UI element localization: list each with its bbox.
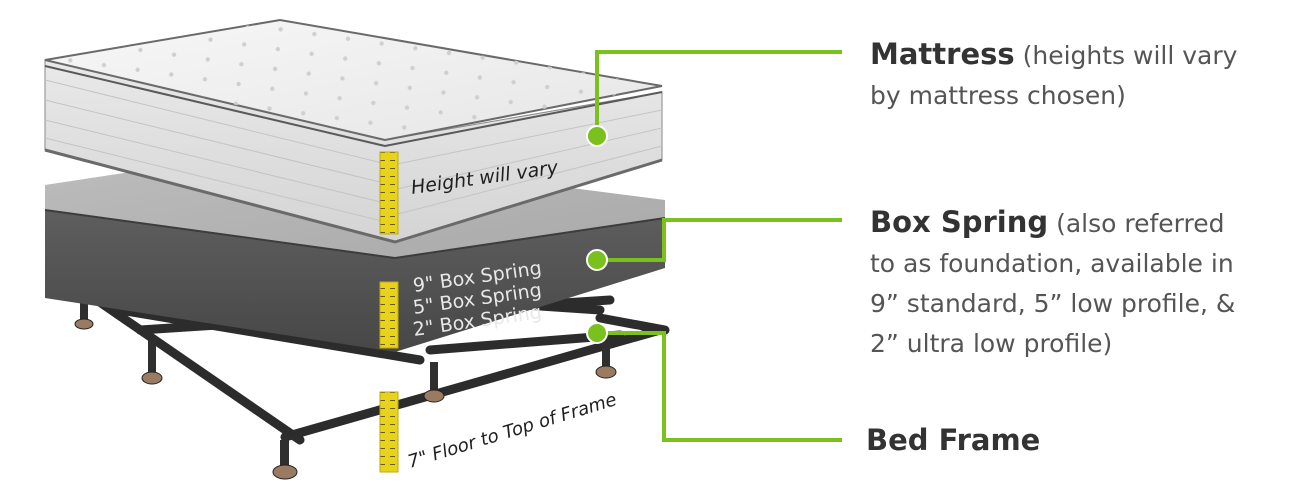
mattress-callout-line [595, 50, 842, 135]
measuring-tape-frame [379, 391, 399, 473]
measuring-tape-mattress [379, 151, 399, 235]
measuring-tape-box-spring [379, 281, 399, 349]
box-spring-desc-line2: to as foundation, available in [870, 249, 1234, 278]
box-spring-desc-line4: 2” ultra low profile) [870, 329, 1113, 358]
mattress-label: Mattress (heights will vary by mattress … [870, 34, 1270, 116]
mattress-desc-line1: (heights will vary [1022, 41, 1238, 70]
box-spring-callout-line [597, 218, 842, 262]
bed-frame-callout-dot [586, 322, 608, 344]
bed-frame-callout-line [597, 331, 842, 442]
box-spring-desc-line1: (also referred [1056, 209, 1225, 238]
mattress-title: Mattress [870, 37, 1015, 71]
bed-frame-title: Bed Frame [866, 423, 1041, 457]
mattress-illustration [44, 18, 663, 244]
box-spring-title: Box Spring [870, 205, 1049, 239]
bed-frame-label: Bed Frame [866, 420, 1266, 462]
box-spring-desc-line3: 9” standard, 5” low profile, & [870, 289, 1236, 318]
box-spring-label: Box Spring (also referred to as foundati… [870, 202, 1270, 364]
mattress-desc-line2: by mattress chosen) [870, 81, 1126, 110]
box-spring-callout-dot [586, 249, 608, 271]
mattress-callout-dot [586, 125, 608, 147]
